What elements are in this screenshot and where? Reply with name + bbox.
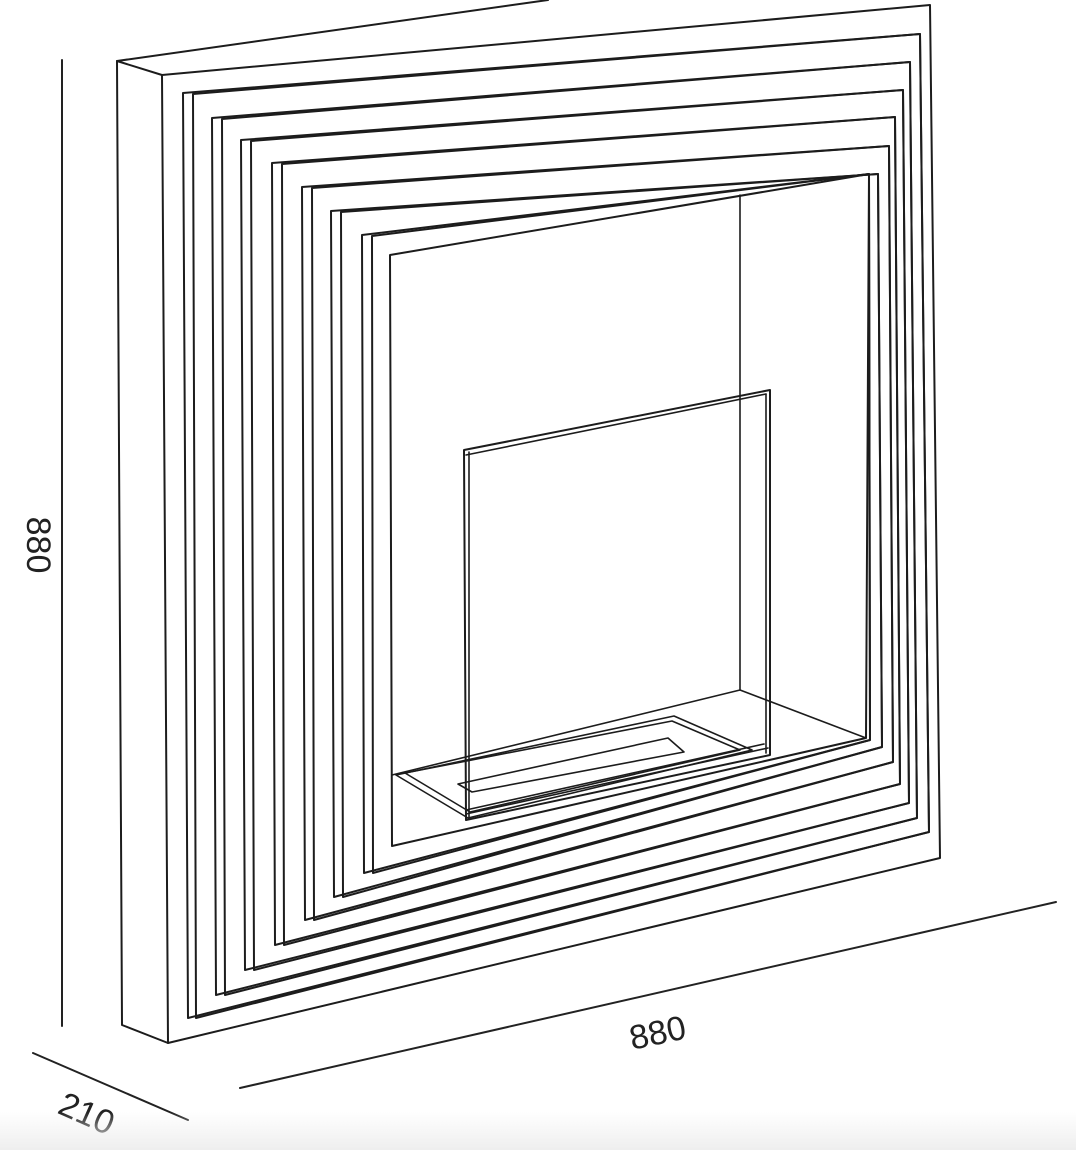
width-label: 880 bbox=[626, 1009, 689, 1058]
firebox bbox=[389, 173, 870, 847]
depth-dimension-line bbox=[32, 1052, 189, 1121]
step-frame-3 bbox=[240, 89, 910, 971]
step-frame-5 bbox=[301, 145, 894, 921]
outer-slab bbox=[116, 0, 941, 1044]
outer-slab-side bbox=[116, 60, 169, 1044]
step-frame-1 bbox=[182, 33, 930, 1019]
firebox-floor-back bbox=[391, 689, 867, 776]
firebox-opening bbox=[389, 173, 870, 847]
glass-screen bbox=[463, 389, 771, 821]
height-label: 880 bbox=[19, 517, 57, 574]
step-frame-6 bbox=[330, 173, 883, 898]
glass-base bbox=[465, 747, 769, 815]
depth-label: 210 bbox=[53, 1085, 120, 1143]
glass-base-2 bbox=[465, 743, 765, 811]
step-frame-2 bbox=[211, 61, 918, 996]
step-frame-7 bbox=[361, 173, 871, 874]
step-frame-4 bbox=[271, 116, 901, 946]
burner-tray-inner bbox=[404, 720, 741, 813]
burner-slot bbox=[457, 737, 685, 793]
width-dimension-line bbox=[239, 901, 1057, 1089]
outer-slab-front bbox=[161, 4, 941, 1044]
burner-tray bbox=[395, 715, 753, 819]
outer-slab-top-edge bbox=[116, 0, 549, 62]
glass-edge-top bbox=[465, 393, 767, 456]
glass-panel bbox=[463, 389, 771, 821]
